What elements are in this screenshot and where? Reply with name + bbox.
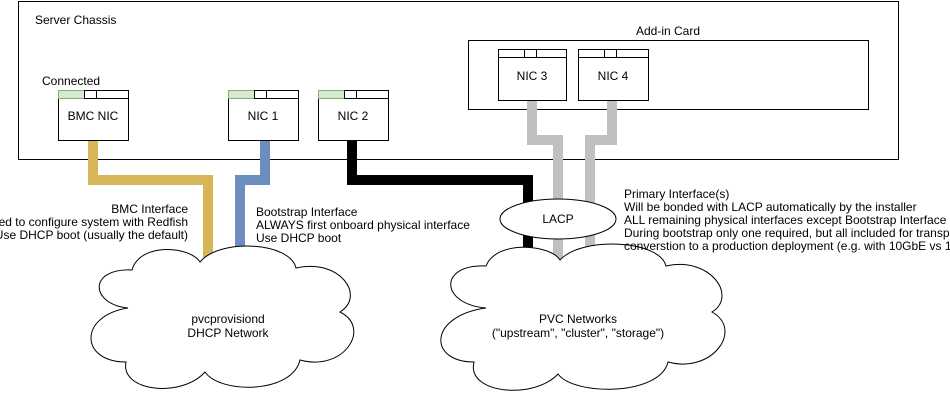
svg-text:converstion to a production de: converstion to a production deployment (… [624,239,950,253]
svg-text:ALWAYS first onboard physical: ALWAYS first onboard physical interface [256,218,470,232]
pvc-cloud-line1: PVC Networks [539,312,617,326]
nic1-label: NIC 1 [248,109,279,123]
svg-text:Use DHCP boot: Use DHCP boot [256,231,342,245]
svg-text:Used to configure system with: Used to configure system with Redfish [0,215,188,229]
lacp-label: LACP [542,212,573,226]
dhcp-cloud-line2: DHCP Network [187,326,269,340]
svg-text:BMC Interface: BMC Interface [111,202,188,216]
nic-bmc: BMC NIC [58,90,129,141]
chassis-title: Server Chassis [35,13,116,27]
nic-1: NIC 1 [228,90,299,141]
dhcp-cloud-line1: pvcprovisiond [191,312,264,326]
svg-text:Use DHCP boot (usually the def: Use DHCP boot (usually the default) [0,228,188,242]
pvc-cloud-line2: ("upstream", "cluster", "storage") [492,326,664,340]
bmc-link [88,140,213,258]
nic3-label: NIC 3 [517,69,548,83]
add-in-card-title: Add-in Card [636,24,700,38]
dhcp-network-cloud [90,245,355,389]
svg-text:During bootstrap only one requ: During bootstrap only one required, but … [624,226,950,240]
svg-text:Bootstrap Interface: Bootstrap Interface [256,205,358,219]
bmc-nic-label: BMC NIC [68,109,119,123]
svg-text:Primary Interface(s): Primary Interface(s) [624,187,729,201]
nic4-link [585,100,617,262]
nic-2: NIC 2 [318,90,389,141]
nic4-label: NIC 4 [598,69,629,83]
pvc-networks-cloud [440,243,726,391]
primary-annotation: Primary Interface(s) Will be bonded with… [624,187,950,253]
bmc-annotation: BMC Interface Used to configure system w… [0,202,188,242]
links [88,100,617,262]
svg-text:ALL remaining physical interfa: ALL remaining physical interfaces except… [624,213,947,227]
connected-label: Connected [42,74,100,88]
bootstrap-annotation: Bootstrap Interface ALWAYS first onboard… [256,205,470,245]
lacp-node [499,198,617,240]
nic2-label: NIC 2 [338,109,369,123]
nic-4: NIC 4 [578,49,649,101]
nic-3: NIC 3 [498,49,567,101]
bootstrap-link [235,140,270,262]
svg-text:Will be bonded with LACP autom: Will be bonded with LACP automatically b… [624,200,917,214]
